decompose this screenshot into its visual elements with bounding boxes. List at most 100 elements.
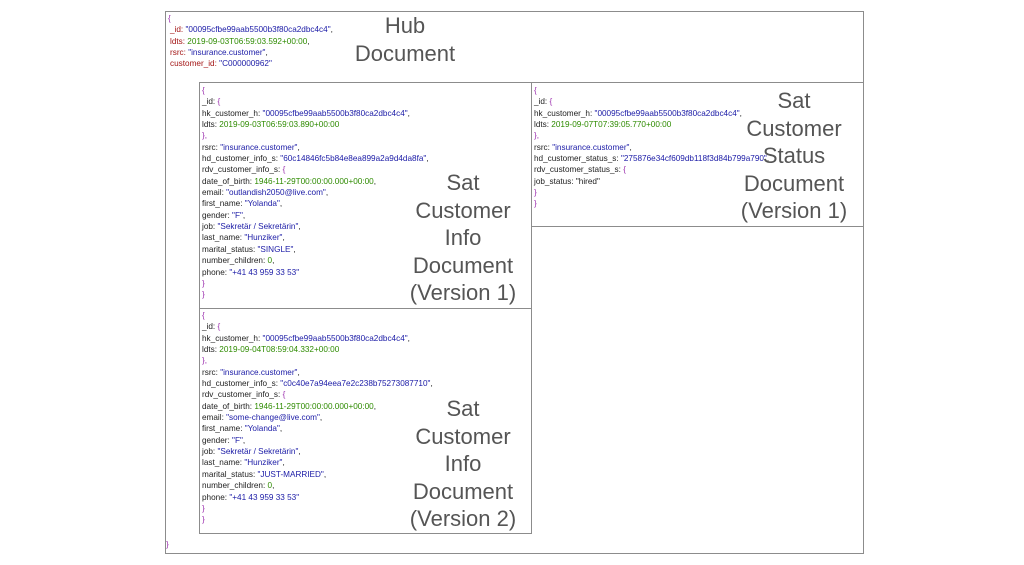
code-line: rdv_customer_status_s: { bbox=[534, 164, 769, 175]
title-line: Info bbox=[444, 451, 482, 476]
json-separator: , bbox=[282, 233, 285, 243]
json-key: job_status: bbox=[534, 176, 576, 186]
json-key: rsrc: bbox=[170, 48, 189, 58]
json-value: "+41 43 959 33 53" bbox=[229, 492, 300, 502]
json-separator: , bbox=[242, 435, 246, 445]
json-key: hd_customer_info_s: bbox=[202, 154, 281, 164]
code-line: } bbox=[534, 198, 769, 209]
json-value: 2019-09-03T06:59:03.890+00:00 bbox=[219, 120, 340, 130]
code-line: _id: { bbox=[202, 96, 429, 107]
code-line: } bbox=[202, 278, 429, 289]
code-line: rsrc: "insurance.customer", bbox=[202, 142, 429, 153]
code-line: gender: "F", bbox=[202, 210, 429, 221]
json-value: 2019-09-04T08:59:04.332+00:00 bbox=[219, 345, 340, 355]
json-value: 1946-11-29T00:00:00.000+00:00 bbox=[254, 401, 374, 411]
json-separator: , bbox=[279, 424, 283, 434]
code-line: _id: { bbox=[202, 321, 433, 332]
code-line: email: "some-change@live.com", bbox=[202, 412, 433, 423]
json-key: ldts: bbox=[170, 36, 188, 46]
json-separator: , bbox=[766, 154, 770, 164]
code-line: rsrc: "insurance.customer", bbox=[170, 47, 333, 58]
code-line: number_children: 0, bbox=[202, 255, 429, 266]
json-key: last_name: bbox=[202, 458, 245, 468]
json-key: hk_customer_h: bbox=[202, 108, 263, 118]
json-key: _id: bbox=[202, 322, 218, 332]
json-separator: , bbox=[426, 154, 429, 164]
json-key: phone: bbox=[202, 267, 230, 277]
json-value: "Sekretär / Sekretärin" bbox=[217, 447, 299, 457]
json-value: "Yolanda" bbox=[244, 199, 280, 209]
json-separator: , bbox=[272, 256, 275, 266]
code-line: ldts: 2019-09-03T06:59:03.890+00:00 bbox=[202, 119, 429, 130]
code-line: phone: "+41 43 959 33 53" bbox=[202, 492, 433, 503]
json-separator: , bbox=[242, 210, 246, 220]
json-value: "some-change@live.com" bbox=[226, 413, 320, 423]
code-line: { bbox=[534, 85, 769, 96]
json-value: "+41 43 959 33 53" bbox=[229, 267, 300, 277]
json-value: "Hunziker" bbox=[244, 233, 283, 243]
title-line: (Version 1) bbox=[740, 198, 848, 223]
json-key: ldts: bbox=[202, 120, 220, 130]
json-separator: , bbox=[279, 199, 283, 209]
code-line: job: "Sekretär / Sekretärin", bbox=[202, 446, 433, 457]
json-value: "insurance.customer" bbox=[220, 142, 298, 152]
sat-info-v2-json: {_id: {hk_customer_h: "00095cfbe99aab550… bbox=[202, 310, 433, 526]
code-line: first_name: "Yolanda", bbox=[202, 423, 433, 434]
code-line: hk_customer_h: "00095cfbe99aab5500b3f80c… bbox=[534, 108, 769, 119]
code-line: hd_customer_status_s: "275876e34cf609db1… bbox=[534, 153, 769, 164]
json-separator: , bbox=[319, 413, 323, 423]
code-line: } bbox=[534, 187, 769, 198]
json-value: 2019-09-03T06:59:03.592+00:00 bbox=[187, 36, 308, 46]
json-brace: } bbox=[534, 199, 537, 209]
json-key: job: bbox=[202, 447, 218, 457]
json-value: "F" bbox=[232, 210, 243, 220]
json-separator: , bbox=[739, 108, 742, 118]
json-key: hd_customer_info_s: bbox=[202, 379, 281, 389]
code-line: date_of_birth: 1946-11-29T00:00:00.000+0… bbox=[202, 401, 433, 412]
json-brace: } bbox=[202, 278, 205, 288]
json-value: "SINGLE" bbox=[257, 244, 294, 254]
json-key: rsrc: bbox=[202, 367, 221, 377]
code-line: first_name: "Yolanda", bbox=[202, 198, 429, 209]
hub-close-brace-wrap: } bbox=[166, 539, 169, 550]
title-line: (Version 1) bbox=[409, 280, 517, 305]
code-line: number_children: 0, bbox=[202, 480, 433, 491]
json-key: rdv_customer_info_s: bbox=[202, 390, 283, 400]
code-line: }, bbox=[202, 130, 429, 141]
json-value: "Yolanda" bbox=[244, 424, 280, 434]
json-key: first_name: bbox=[202, 199, 245, 209]
json-brace: { bbox=[282, 165, 286, 175]
code-line: gender: "F", bbox=[202, 435, 433, 446]
json-value: "insurance.customer" bbox=[220, 367, 298, 377]
json-value: "outlandish2050@live.com" bbox=[226, 188, 326, 198]
json-key: date_of_birth: bbox=[202, 176, 255, 186]
title-line: Customer bbox=[415, 423, 511, 449]
code-line: job: "Sekretär / Sekretärin", bbox=[202, 221, 429, 232]
json-value: "C000000962" bbox=[219, 59, 272, 69]
json-value: "c0c40e7a94eea7e2c238b75273087710" bbox=[280, 379, 431, 389]
hub-open-brace: { bbox=[168, 14, 171, 23]
code-line: hd_customer_info_s: "c0c40e7a94eea7e2c23… bbox=[202, 378, 433, 389]
code-line: date_of_birth: 1946-11-29T00:00:00.000+0… bbox=[202, 176, 429, 187]
json-key: email: bbox=[202, 188, 227, 198]
json-separator: , bbox=[297, 142, 300, 152]
title-line: Sat bbox=[446, 396, 480, 421]
json-key: phone: bbox=[202, 492, 230, 502]
json-separator: , bbox=[298, 447, 301, 457]
code-line: { bbox=[202, 310, 433, 321]
json-separator: , bbox=[629, 142, 632, 152]
json-key: rdv_customer_info_s: bbox=[202, 165, 283, 175]
json-brace: }, bbox=[202, 131, 208, 141]
json-separator: , bbox=[373, 401, 376, 411]
code-line: marital_status: "SINGLE", bbox=[202, 244, 429, 255]
json-value: "00095cfbe99aab5500b3f80ca2dbc4c4" bbox=[185, 25, 331, 35]
json-brace: } bbox=[534, 188, 537, 198]
json-key: email: bbox=[202, 413, 227, 423]
json-key: rsrc: bbox=[534, 142, 553, 152]
json-brace: { bbox=[534, 86, 537, 95]
json-value: "275876e34cf609db118f3d84b799a790" bbox=[620, 154, 767, 164]
json-key: _id: bbox=[202, 97, 218, 107]
